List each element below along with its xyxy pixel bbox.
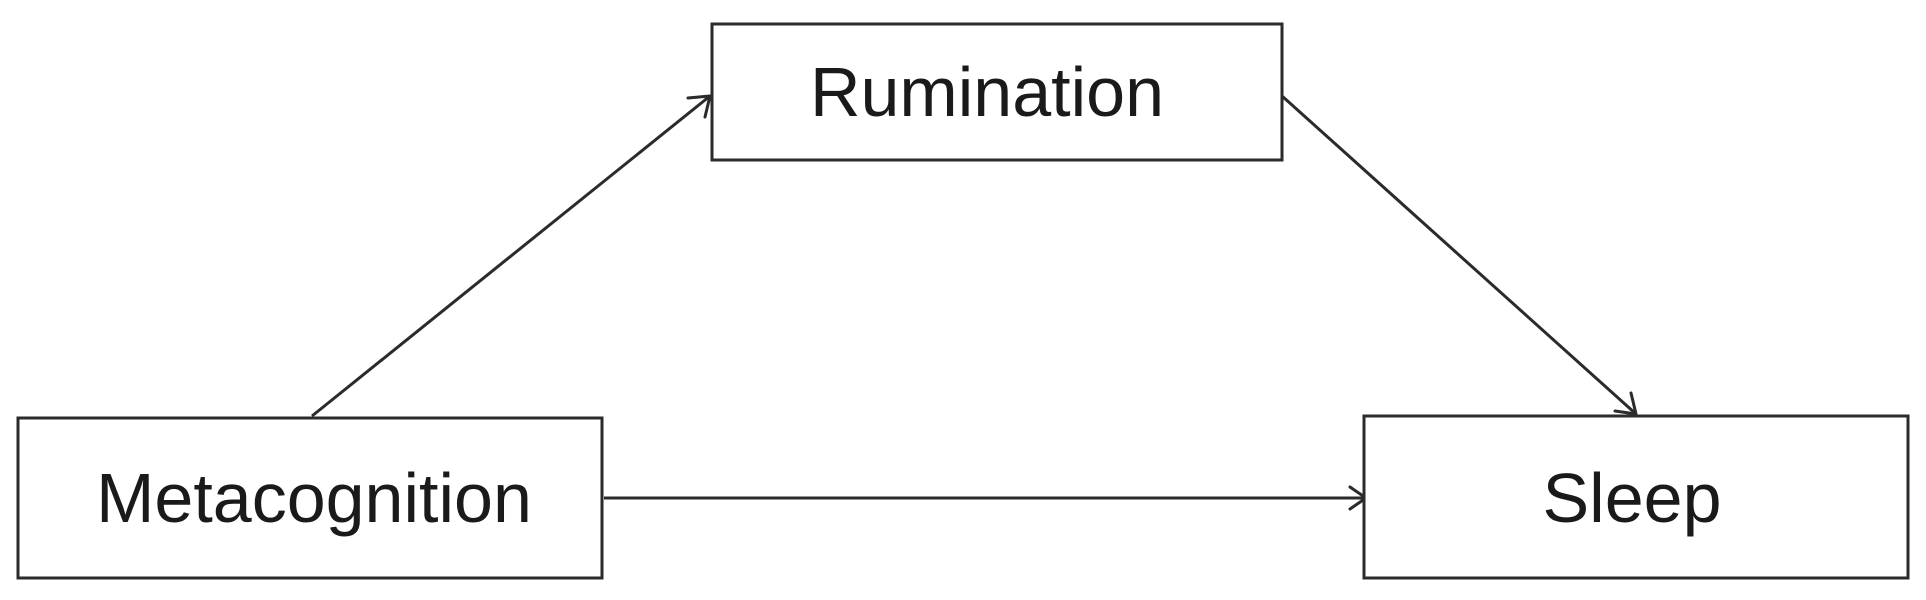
arrowhead: [1613, 391, 1638, 416]
edge-metacognition-to-sleep: [604, 485, 1368, 511]
edge-metacognition-to-rumination: [311, 94, 712, 418]
edge-rumination-to-sleep: [1280, 94, 1638, 416]
node-metacognition: Metacognition: [16, 416, 604, 580]
node-label-metacognition: Metacognition: [96, 459, 532, 537]
node-label-sleep: Sleep: [1542, 459, 1721, 537]
node-sleep: Sleep: [1362, 414, 1910, 580]
node-box: [16, 416, 604, 580]
node-rumination: Rumination: [710, 22, 1284, 162]
node-label-rumination: Rumination: [810, 53, 1164, 131]
node-box: [710, 22, 1284, 162]
arrowhead: [686, 94, 712, 119]
node-box: [1362, 414, 1910, 580]
